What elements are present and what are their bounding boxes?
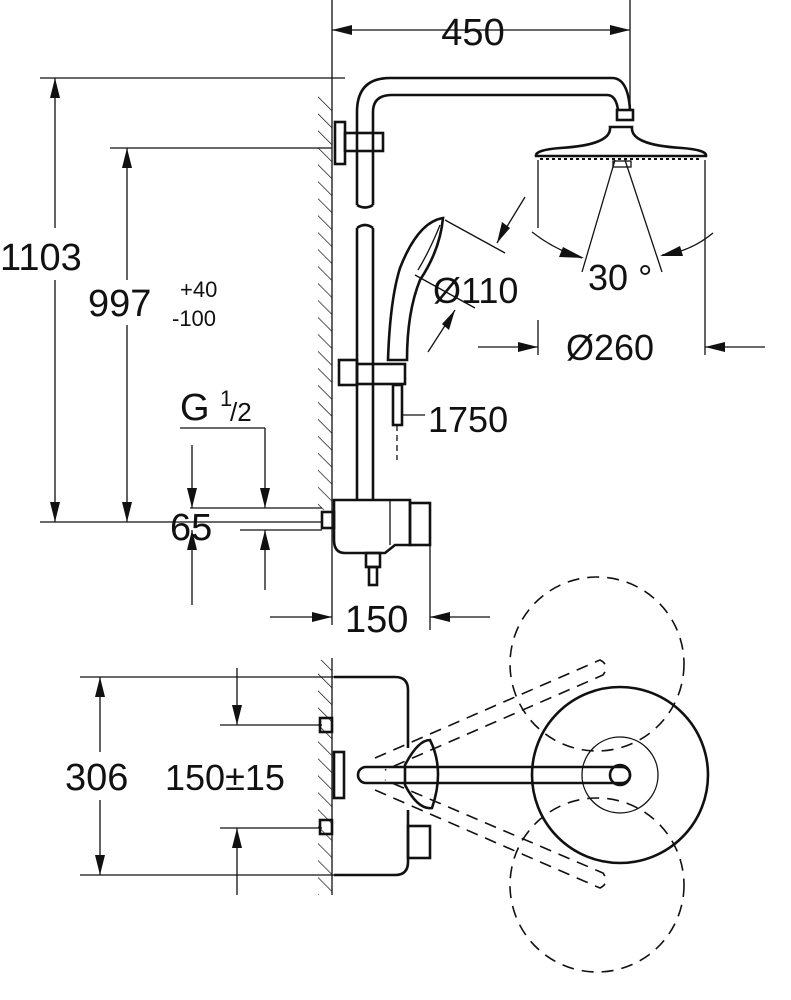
dimension-thread-65: G 1 /2 65: [170, 386, 322, 605]
dimension-head-diameter: Ø260: [478, 320, 765, 368]
shower-head: 30 °: [531, 108, 714, 355]
thread-numerator: 1: [220, 386, 232, 411]
spray-angle-label: 30 °: [588, 257, 652, 298]
head-diameter-label: Ø260: [566, 327, 654, 368]
dimension-450-label: 450: [441, 12, 504, 54]
width-306-label: 306: [65, 757, 128, 799]
dimension-1103-label: 1103: [0, 237, 82, 279]
dimension-heights: 1103 997 +40 -100: [0, 77, 345, 523]
centers-label: 150±15: [165, 757, 285, 798]
hose-length-label: 1750: [428, 399, 508, 440]
dimension-150: 150: [270, 545, 490, 641]
thread-g-label: G: [180, 387, 210, 429]
hand-shower-holder: 1750: [337, 358, 508, 460]
thermostat-top-view: [318, 576, 710, 973]
dimension-450: 450: [332, 0, 631, 110]
thermostat-side-view: [320, 498, 432, 587]
dimension-997-label: 997: [88, 283, 151, 325]
wall-side-view: [318, 0, 333, 625]
wall-bracket: [333, 120, 385, 166]
hand-shower: Ø110: [386, 196, 526, 362]
tolerance-plus: +40: [180, 277, 217, 302]
dimension-150-15: 150±15: [165, 668, 322, 895]
wall-top-view: [318, 658, 333, 895]
dimension-306: 306: [65, 676, 340, 876]
dimension-65-label: 65: [170, 507, 212, 549]
tolerance-minus: -100: [172, 306, 216, 331]
projection-150-label: 150: [345, 599, 408, 641]
thread-denominator: /2: [230, 397, 252, 427]
hand-shower-diameter-label: Ø110: [433, 270, 518, 311]
